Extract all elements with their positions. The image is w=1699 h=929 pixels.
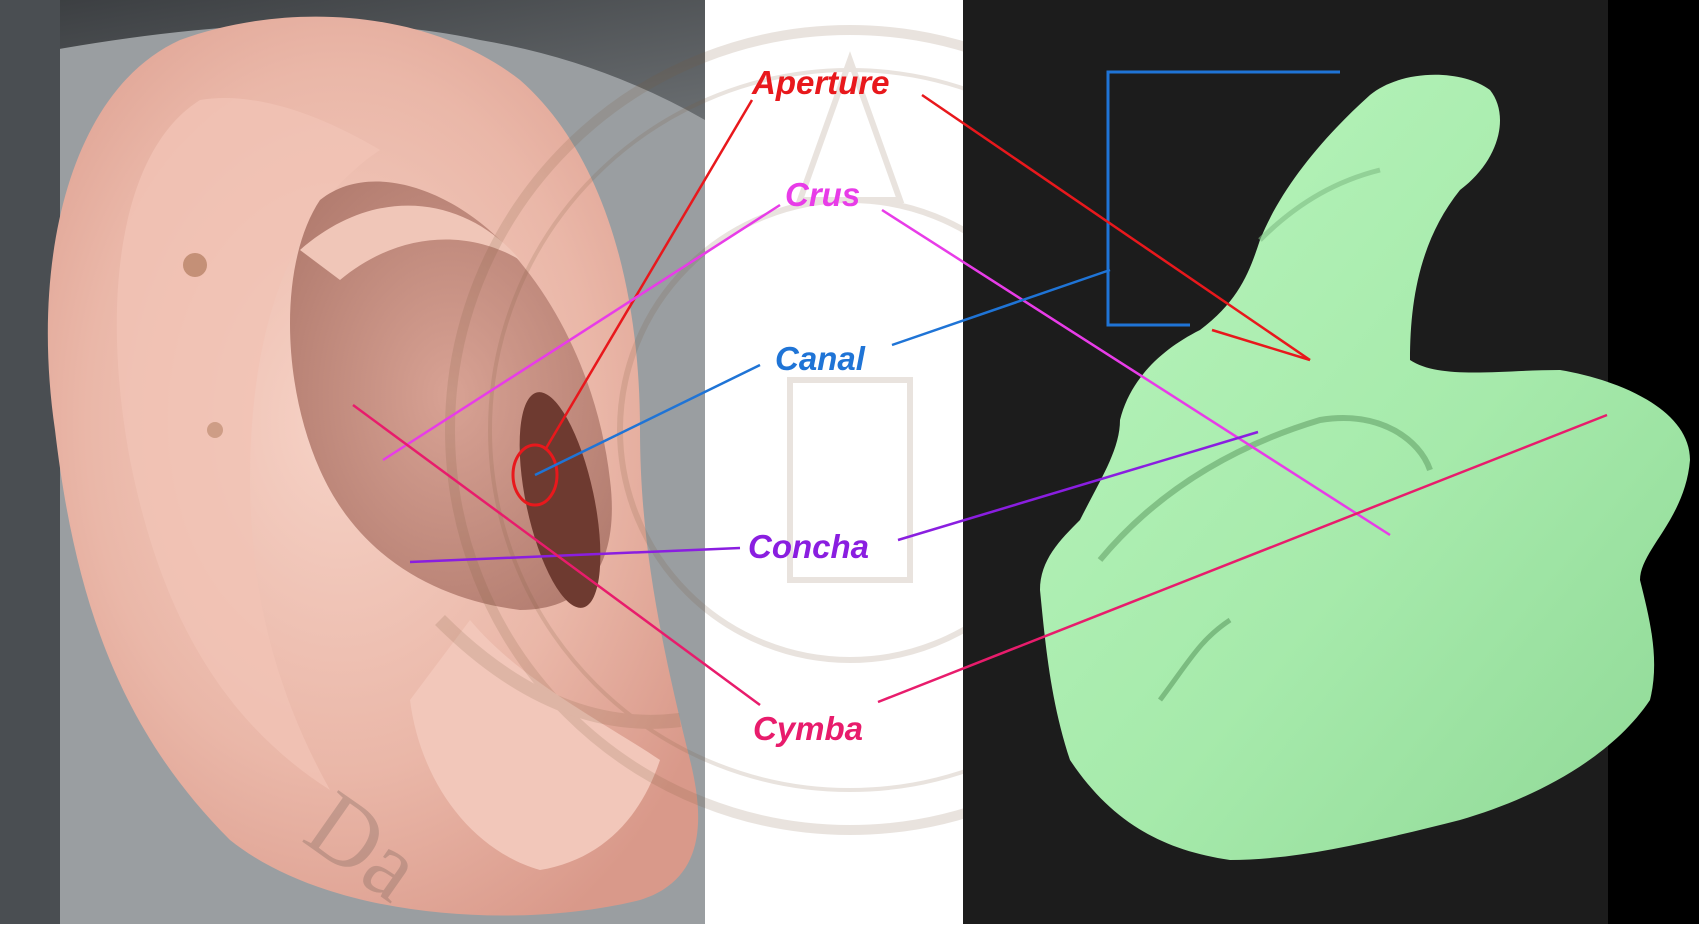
skin-mole xyxy=(183,253,207,277)
skin-mole-2 xyxy=(207,422,223,438)
label-crus: Crus xyxy=(785,178,860,211)
label-cymba: Cymba xyxy=(753,712,863,745)
label-area xyxy=(705,0,963,924)
ear-impression-panel xyxy=(963,0,1699,924)
label-concha: Concha xyxy=(748,530,869,563)
photo-left-shadow xyxy=(0,0,60,924)
label-aperture: Aperture xyxy=(752,66,890,99)
label-canal: Canal xyxy=(775,342,865,375)
